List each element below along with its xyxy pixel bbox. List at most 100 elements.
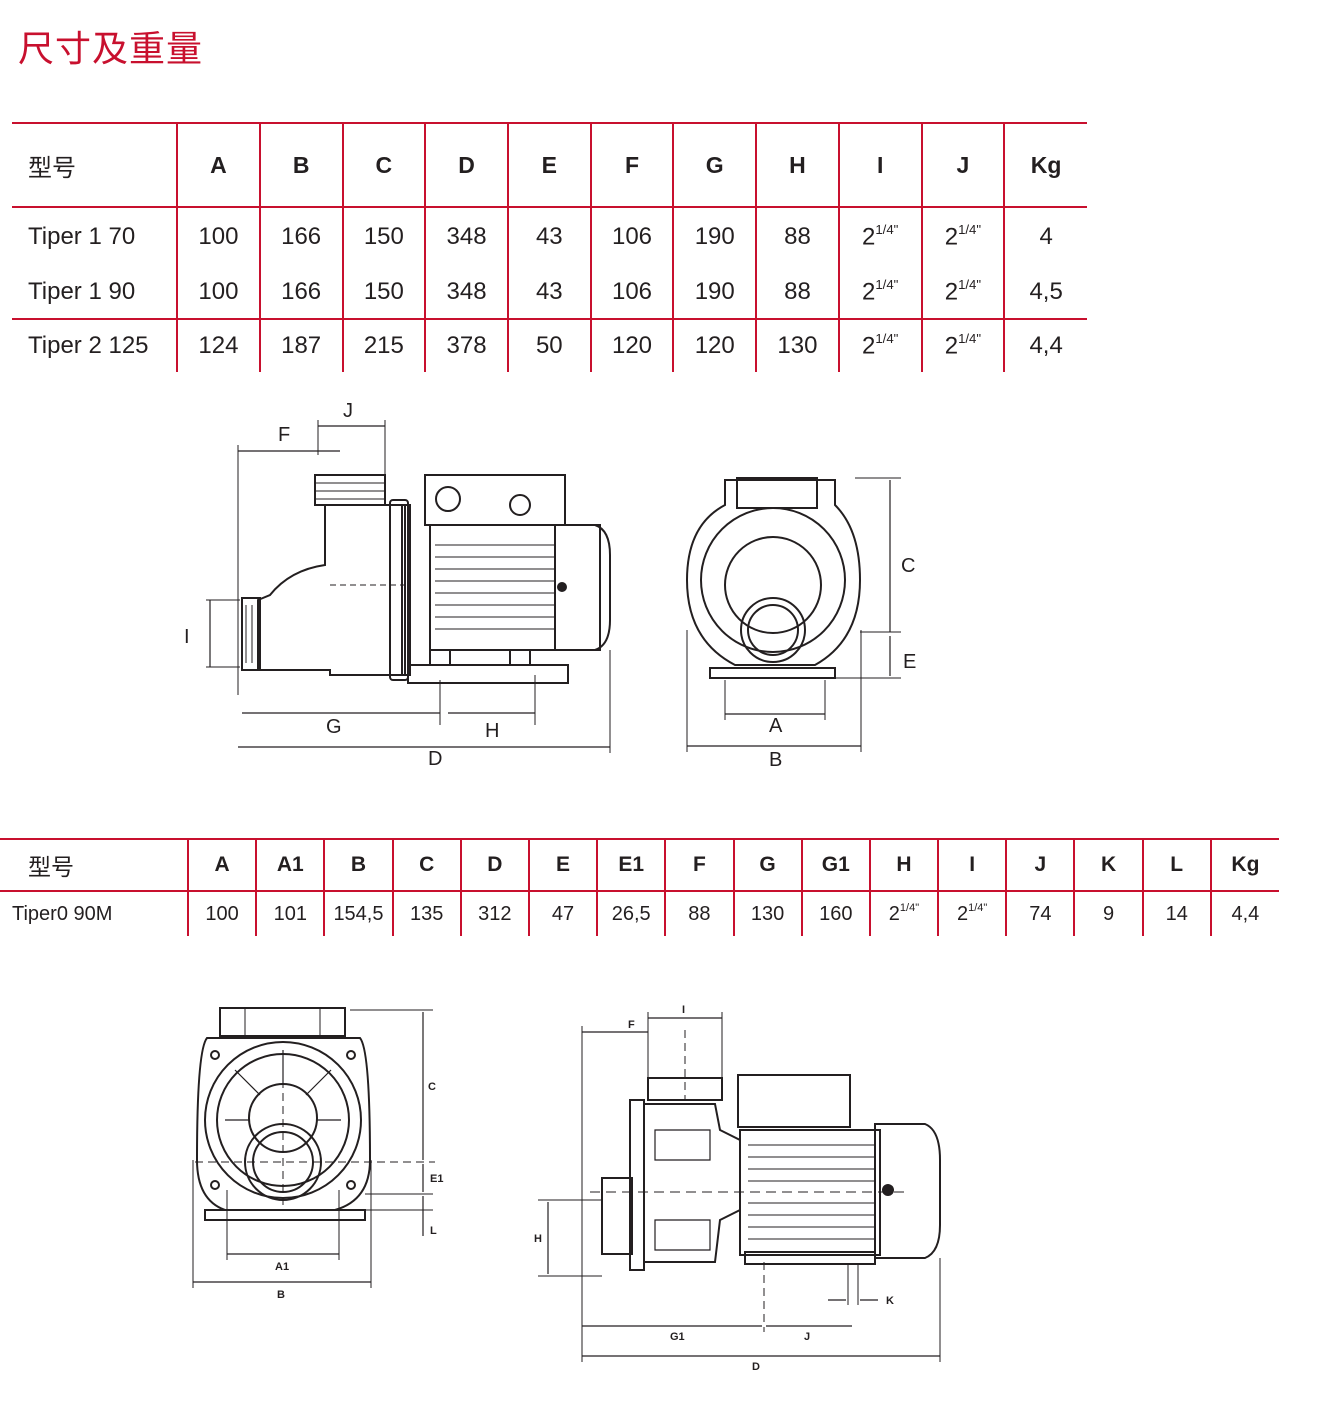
- page-title: 尺寸及重量: [18, 29, 204, 70]
- table-cell: 4,4: [1003, 318, 1087, 372]
- column-header: J: [1005, 839, 1075, 892]
- model-column-header: 型号: [0, 839, 188, 892]
- table-cell: 88: [755, 207, 839, 266]
- column-header: J: [920, 123, 1005, 208]
- table-cell: 124: [176, 318, 260, 372]
- dim-label-H: H: [534, 1233, 542, 1245]
- table-cell: 166: [258, 266, 343, 319]
- column-header: D: [459, 839, 529, 892]
- column-header: B: [323, 839, 393, 892]
- column-header: K: [1073, 839, 1143, 892]
- table-cell: 215: [341, 318, 426, 372]
- table-cell: 21/4": [937, 891, 1007, 936]
- table-cell: 100: [176, 266, 260, 319]
- table-cell: 50: [506, 318, 591, 372]
- table-cell: 14: [1141, 891, 1211, 936]
- table-cell: 312: [459, 891, 529, 936]
- table-cell: 88: [664, 891, 734, 936]
- column-header: D: [424, 123, 508, 208]
- dim-label-G1: G1: [670, 1331, 685, 1343]
- table-cell: 348: [424, 266, 508, 319]
- dim-label-E: E: [903, 651, 916, 673]
- dim-label-A1: A1: [275, 1261, 289, 1273]
- table-cell: 154,5: [323, 891, 393, 936]
- table-cell: 130: [755, 318, 839, 372]
- dim-label-C: C: [428, 1081, 436, 1093]
- column-header: F: [589, 123, 674, 208]
- dim-label-K: K: [886, 1295, 894, 1307]
- table-cell: 4,5: [1003, 266, 1087, 319]
- dim-label-B: B: [277, 1289, 285, 1301]
- table-cell: 190: [672, 207, 757, 266]
- table-cell: 9: [1073, 891, 1143, 936]
- table-cell: 187: [258, 318, 343, 372]
- table-cell: 88: [755, 266, 839, 319]
- column-header: B: [258, 123, 343, 208]
- model-column-header: 型号: [12, 123, 178, 208]
- column-header: C: [391, 839, 461, 892]
- spec-table-2: 型号 A A1 B C D E E1 F G G1 H I J K L Kg T…: [0, 838, 1279, 936]
- table-cell: 106: [589, 266, 674, 319]
- dim-label-G: G: [326, 716, 342, 738]
- dim-label-A: A: [769, 715, 783, 737]
- table-cell: 100: [186, 891, 257, 936]
- table-cell: 21/4": [920, 266, 1005, 319]
- dim-label-F: F: [628, 1019, 635, 1031]
- model-cell: Tiper0 90M: [12, 902, 113, 925]
- dim-label-I: I: [682, 1004, 685, 1016]
- column-header: H: [755, 123, 839, 208]
- model-cell: Tiper 2 125: [12, 318, 178, 372]
- column-header: H: [868, 839, 939, 892]
- pump-front-view-drawing-1: C E A B: [675, 470, 935, 780]
- column-header: A1: [255, 839, 325, 892]
- dim-label-B: B: [769, 749, 782, 771]
- table-cell: 21/4": [920, 318, 1005, 372]
- column-header: E: [506, 123, 591, 208]
- dim-label-C: C: [901, 555, 915, 577]
- dim-label-D: D: [752, 1361, 760, 1373]
- model-cell: Tiper 1 70: [28, 223, 136, 250]
- table-cell: 100: [176, 207, 260, 266]
- dim-label-E1: E1: [430, 1173, 443, 1185]
- column-header: E: [527, 839, 598, 892]
- table-cell: 106: [589, 207, 674, 266]
- dim-label-I: I: [184, 626, 190, 648]
- column-header: Kg: [1003, 123, 1087, 208]
- table-cell: 74: [1005, 891, 1075, 936]
- column-header: A: [186, 839, 257, 892]
- dim-label-D: D: [428, 748, 442, 770]
- table-cell: 21/4": [868, 891, 939, 936]
- table-cell: 43: [506, 266, 591, 319]
- table-cell: 4: [1003, 207, 1087, 266]
- table-cell: 348: [424, 207, 508, 266]
- column-header: G: [732, 839, 802, 892]
- column-header: A: [176, 123, 260, 208]
- column-header: I: [837, 123, 922, 208]
- table-cell: 47: [527, 891, 598, 936]
- table-cell: 160: [800, 891, 870, 936]
- table-cell: 120: [589, 318, 674, 372]
- column-header: I: [937, 839, 1007, 892]
- table-cell: 150: [341, 266, 426, 319]
- table-cell: 21/4": [837, 266, 922, 319]
- dim-label-J: J: [343, 400, 353, 422]
- column-header: Kg: [1209, 839, 1279, 892]
- dim-label-J: J: [804, 1331, 810, 1343]
- column-header: L: [1141, 839, 1211, 892]
- table-cell: 135: [391, 891, 461, 936]
- pump-front-view-drawing-2: C E1 L A1 B: [185, 1000, 475, 1310]
- table-cell: 378: [424, 318, 508, 372]
- table-cell: 4,4: [1209, 891, 1279, 936]
- column-header: C: [341, 123, 426, 208]
- model-cell: Tiper 1 90: [28, 278, 136, 305]
- table-cell: 150: [341, 207, 426, 266]
- dim-label-F: F: [278, 424, 290, 446]
- table-cell: 190: [672, 266, 757, 319]
- column-header: G1: [800, 839, 870, 892]
- column-header: G: [672, 123, 757, 208]
